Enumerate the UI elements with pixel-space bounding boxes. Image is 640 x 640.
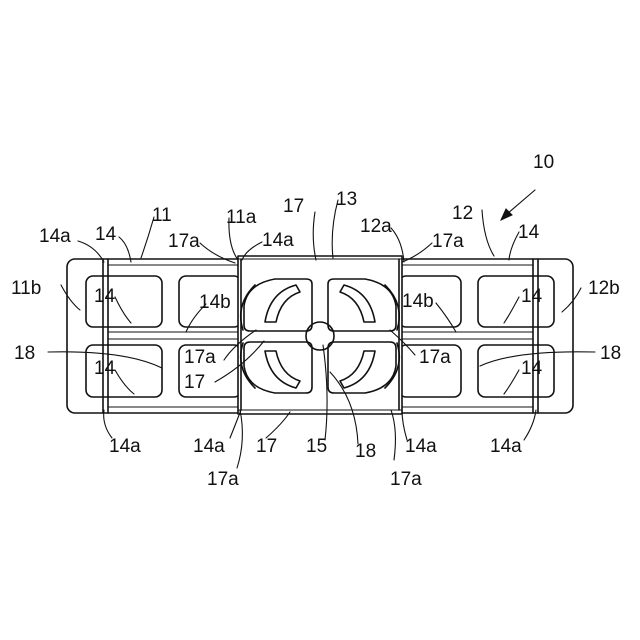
label-17a-upper-left: 17a (168, 231, 200, 252)
label-14a-right-bottom: 14a (490, 436, 522, 457)
label-14-right-top: 14 (518, 222, 540, 243)
label-11b: 11b (11, 278, 41, 299)
label-17a-upper-right: 17a (432, 231, 464, 252)
leader-14-right-lower (504, 370, 519, 394)
label-18-left: 18 (14, 343, 35, 364)
label-11: 11 (152, 205, 172, 226)
label-14a-center-bottom: 14a (193, 436, 225, 457)
left-center-rail (108, 332, 240, 339)
label-17a-lower-right: 17a (390, 469, 422, 490)
label-10: 10 (533, 152, 554, 173)
label-17a-lower-left: 17a (207, 469, 239, 490)
label-14a-left-top: 14a (39, 226, 71, 247)
leader-12 (482, 210, 494, 256)
leader-17a-upper-left (200, 243, 235, 263)
label-14a-left-bottom: 14a (109, 436, 141, 457)
leader-17a-lower-right (391, 410, 395, 460)
leader-14-right-upper (504, 297, 519, 323)
label-12b: 12b (588, 278, 620, 299)
leader-17-top (313, 212, 316, 260)
label-14-left-lower: 14 (94, 358, 116, 379)
label-17-bottom: 17 (256, 436, 277, 457)
arrow-shaft (507, 190, 535, 214)
label-14b-right: 14b (402, 291, 434, 312)
label-18-right: 18 (600, 343, 621, 364)
center-block (238, 256, 402, 414)
leader-14-left-upper (115, 297, 131, 323)
right-block-end-wall (533, 259, 538, 413)
left-block-end-wall (103, 259, 108, 413)
label-14a-right-center-bottom: 14a (405, 436, 437, 457)
leader-12b (562, 288, 581, 312)
leader-14a-center-bottom (230, 410, 241, 438)
label-14a-center-top: 14a (262, 230, 294, 251)
label-14-left-upper: 14 (94, 286, 116, 307)
leader-17-bottom (266, 412, 290, 438)
label-13: 13 (336, 189, 357, 210)
label-14b-left: 14b (199, 292, 231, 313)
label-14-left-top: 14 (95, 224, 117, 245)
label-12: 12 (452, 203, 473, 224)
leader-14-left-lower (115, 370, 134, 394)
leader-11b (61, 285, 80, 310)
label-15: 15 (306, 436, 327, 457)
label-17-top: 17 (283, 196, 304, 217)
leader-14a-left-bottom (104, 410, 112, 438)
label-11a: 11a (226, 207, 257, 228)
reference-arrow-10 (501, 190, 535, 220)
leader-14a-right-bottom (524, 410, 536, 440)
right-center-rail (400, 332, 533, 339)
label-18-center: 18 (355, 441, 376, 462)
label-14-right-lower: 14 (521, 358, 543, 379)
label-12a: 12a (360, 216, 392, 237)
label-17a-mid-right: 17a (419, 347, 451, 368)
label-17-mid-left: 17 (184, 372, 205, 393)
label-17a-mid-left: 17a (184, 347, 216, 368)
label-14-right-upper: 14 (521, 286, 543, 307)
